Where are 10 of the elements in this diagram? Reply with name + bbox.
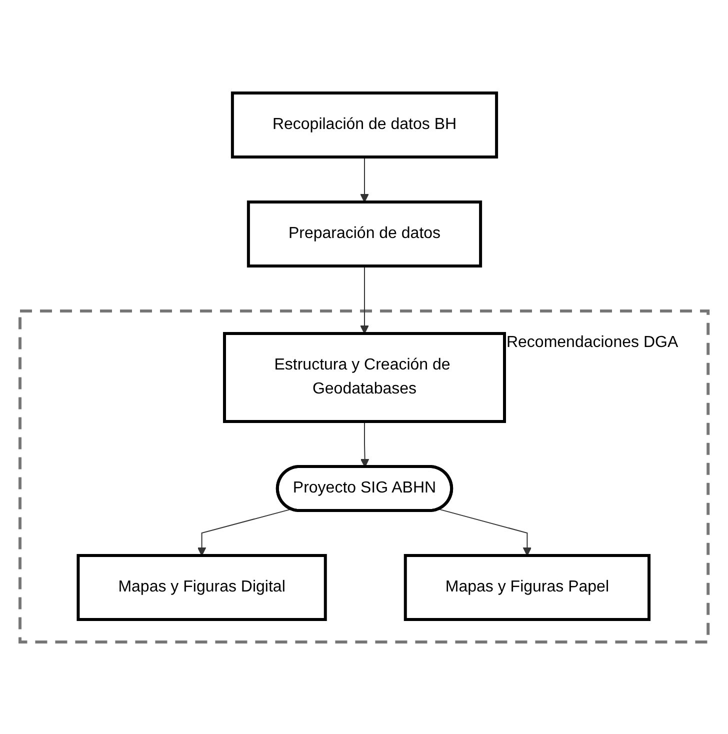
arrow [360,420,370,467]
node-box: Estructura y Creación de Geodatabases [222,332,506,422]
arrow [360,156,369,202]
node-box: Mapas y Figuras Papel [404,554,650,620]
arrow [197,508,292,556]
node-box: Mapas y Figuras Digital [76,554,327,620]
node-box: Preparación de datos [246,200,482,267]
arrow [438,508,532,556]
arrow [360,265,369,334]
node-box: Recopilación de datos BH [230,91,498,158]
